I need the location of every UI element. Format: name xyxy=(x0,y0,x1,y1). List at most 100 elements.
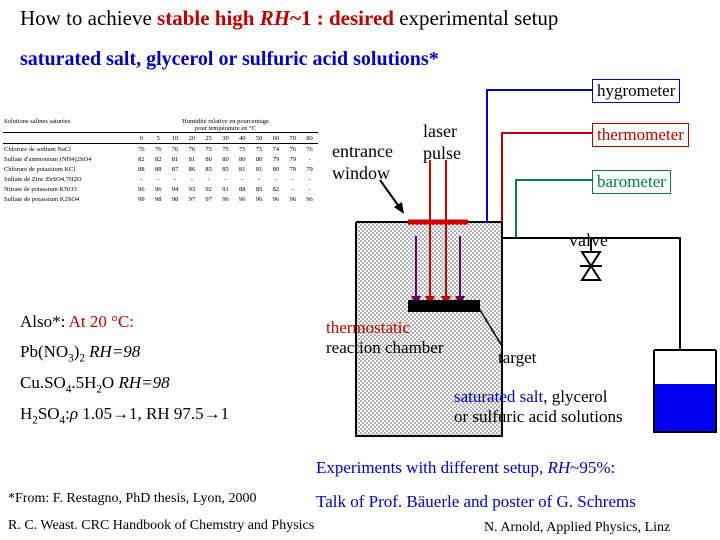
table-cell: 82 xyxy=(138,155,145,163)
table-cell: 96 xyxy=(255,195,263,203)
table-cell: 79 xyxy=(289,155,296,163)
table-cell: 76 xyxy=(138,145,145,153)
table-temp-header: 30 xyxy=(217,132,234,144)
table-row-name: Sulfate d'ammonium (NH4)2SO4 xyxy=(4,155,92,163)
table-cell: - xyxy=(308,175,311,183)
table-temp-header: 0 xyxy=(132,132,150,144)
table-cell: 75 xyxy=(205,145,212,153)
hygrometer-line xyxy=(486,89,592,222)
table-cell: 94 xyxy=(171,185,179,193)
table-cell: 79 xyxy=(272,155,280,163)
table-temp-header: 20 xyxy=(183,132,201,144)
table-cell: 93 xyxy=(188,185,196,193)
table-cell: 82 xyxy=(154,155,162,163)
table-cell: 96 xyxy=(239,195,246,203)
table-temp-header: 25 xyxy=(200,132,218,144)
table-cell: - xyxy=(140,175,143,183)
also-line-2: Pb(NO3)2 RH=98 xyxy=(20,342,141,365)
table-temp-header: 80 xyxy=(301,132,318,144)
also-line-1: Also*: At 20 °C: xyxy=(20,312,135,331)
valve-label: valve xyxy=(569,230,608,250)
table-cell: 80 xyxy=(205,155,212,163)
solution-container xyxy=(653,350,717,433)
table-cell: 98 xyxy=(154,195,162,203)
table-row-name: Sulfate de Zinc ZnSO4,7H2O xyxy=(4,175,82,183)
hygrometer-label: hygrometer xyxy=(592,79,681,103)
table-cell: 92 xyxy=(205,185,212,193)
table-cell: 79 xyxy=(289,165,296,173)
experiments-line-2: Talk of Prof. Bäuerle and poster of G. S… xyxy=(316,492,636,511)
table-cell: 75 xyxy=(222,145,229,153)
table-cell: - xyxy=(308,155,311,163)
solution-liquid xyxy=(654,384,716,432)
target xyxy=(408,300,480,312)
thermometer-label: thermometer xyxy=(592,123,689,147)
table-cell: 97 xyxy=(205,195,212,203)
table-temp-header: 50 xyxy=(250,132,268,144)
table-cell: - xyxy=(157,175,160,183)
table-cell: 76 xyxy=(188,145,196,153)
table-cell: 75 xyxy=(239,145,246,153)
table-cell: 81 xyxy=(188,155,196,163)
table-cell: 86 xyxy=(188,165,196,173)
page-title: How to achieve stable high RH~1 : desire… xyxy=(20,6,559,30)
table-cell: - xyxy=(291,185,294,193)
footnote-author: N. Arnold, Applied Physics, Linz xyxy=(484,520,671,535)
table-temp-header: 10 xyxy=(166,132,184,144)
table-row: Chlorure de sodium NaCl 76 76 76 76 75 75 75 75 7… xyxy=(3,144,318,155)
footnote-from: *From: F. Restagno, PhD thesis, Lyon, 20… xyxy=(8,491,257,506)
experiments-line-1: Experiments with different setup, RH~95%… xyxy=(316,458,616,477)
table-cell: 96 xyxy=(289,195,296,203)
table-cell: - xyxy=(224,175,227,183)
table-cell: 85 xyxy=(255,185,263,193)
also-line-3: Cu.SO4.5H2O RH=98 xyxy=(20,373,170,396)
table-head-right-2: pour température en °C xyxy=(195,125,256,132)
table-cell: 81 xyxy=(239,165,246,173)
table-cell: 76 xyxy=(306,145,313,153)
target-pointer-line xyxy=(479,309,503,347)
table-cell: - xyxy=(291,175,294,183)
salt-humidity-table: Solutions salines saturées Humidité rela… xyxy=(3,118,318,204)
table-cell: 80 xyxy=(272,165,280,173)
table-cell: - xyxy=(274,175,277,183)
table-cell: 75 xyxy=(255,145,263,153)
footnote-weast: R. C. Weast. CRC Handbook of Chemstry an… xyxy=(8,518,315,533)
table-cell: 76 xyxy=(171,145,179,153)
table-cell: 88 xyxy=(154,165,162,173)
table-cell: 96 xyxy=(272,195,280,203)
chamber-wall xyxy=(355,222,503,437)
table-cell: - xyxy=(241,175,244,183)
page-subtitle: saturated salt, glycerol or sulfuric aci… xyxy=(20,48,439,70)
table-cell: 85 xyxy=(205,165,212,173)
table-cell: 85 xyxy=(222,165,229,173)
table-cell: 91 xyxy=(222,185,229,193)
table-cell: - xyxy=(207,175,210,183)
table-cell: 97 xyxy=(188,195,196,203)
table-cell: - xyxy=(308,185,311,193)
table-cell: 88 xyxy=(138,165,145,173)
table-cell: 96 xyxy=(306,195,313,203)
table-cell: 82 xyxy=(272,185,280,193)
table-cell: 98 xyxy=(171,195,179,203)
table-temp-header: 60 xyxy=(267,132,285,144)
table-cell: 76 xyxy=(154,145,162,153)
table-cell: 76 xyxy=(289,145,296,153)
table-row-name: Chlorure de sodium NaCl xyxy=(4,145,71,153)
barometer-label: barometer xyxy=(592,170,671,194)
table-cell: 80 xyxy=(255,155,263,163)
table-temp-header: 5 xyxy=(149,132,167,144)
table-cell: 80 xyxy=(239,155,246,163)
table-cell: 96 xyxy=(154,185,162,193)
table-head-right-1: Humidité relative en pourcentage xyxy=(182,118,269,125)
table-cell: - xyxy=(257,175,261,183)
target-label: target xyxy=(498,348,537,367)
table-row-name: Nitrate de potassium KNO3 xyxy=(4,185,77,193)
table-cell: 80 xyxy=(222,155,229,163)
window-pointer-arrow xyxy=(379,179,401,209)
